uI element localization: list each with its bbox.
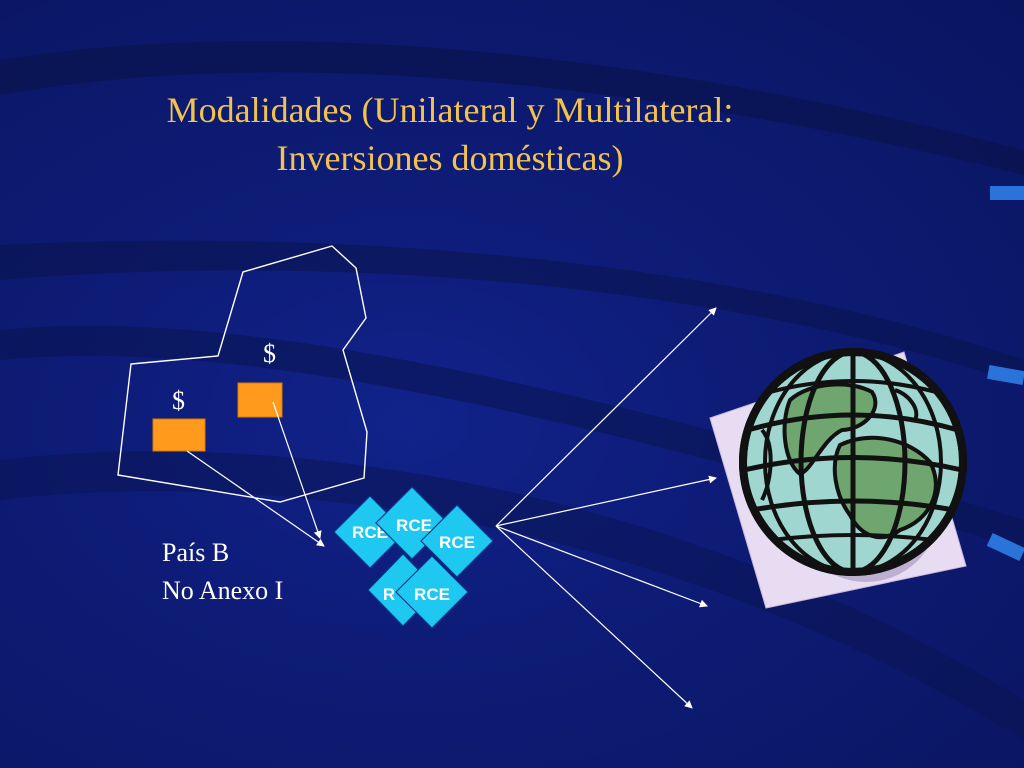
rce-label-5: RCE bbox=[414, 585, 450, 604]
right-edge-mark bbox=[986, 533, 1024, 561]
right-edge-mark bbox=[987, 364, 1024, 386]
arrow-to-world-1 bbox=[495, 307, 717, 527]
rce-label-2: RCE bbox=[396, 516, 432, 535]
country-name: País B bbox=[162, 538, 230, 567]
slide-title: Modalidades (Unilateral y Multilateral: … bbox=[100, 86, 800, 182]
rce-diamond-5: RCE bbox=[395, 555, 469, 629]
rce-label-3: RCE bbox=[439, 533, 475, 552]
dollar-sign-1: $ bbox=[172, 386, 185, 415]
country-label: País B No Anexo I bbox=[162, 534, 283, 610]
right-edge-mark bbox=[990, 186, 1024, 200]
project-box-2 bbox=[237, 382, 283, 418]
country-status: No Anexo I bbox=[162, 576, 284, 605]
arrow-project-2 bbox=[272, 401, 322, 539]
rce-label-4: R bbox=[383, 585, 395, 604]
arrow-to-world-2 bbox=[495, 475, 717, 527]
arrow-to-world-4 bbox=[495, 525, 693, 709]
globe-icon bbox=[709, 348, 967, 609]
dollar-sign-2: $ bbox=[263, 339, 276, 368]
arrow-project-1 bbox=[186, 450, 325, 547]
title-line-2: Inversiones domésticas) bbox=[276, 138, 624, 178]
title-line-1: Modalidades (Unilateral y Multilateral: bbox=[166, 90, 734, 130]
project-box-1 bbox=[152, 418, 206, 452]
rce-diamond-3: RCE bbox=[420, 504, 494, 578]
rce-label-1: RCE bbox=[352, 523, 388, 542]
arrow-to-world-3 bbox=[495, 525, 708, 608]
country-outline bbox=[117, 245, 368, 503]
